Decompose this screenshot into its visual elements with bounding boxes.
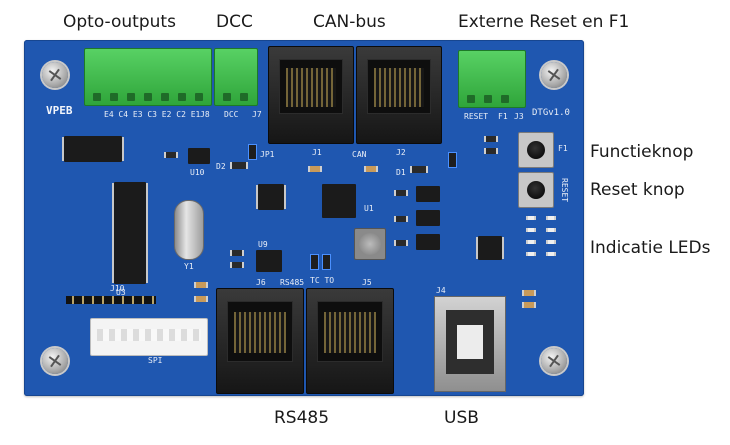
silk-opto-pins: E4 C4 E3 C3 E2 C2 E1: [104, 110, 201, 119]
silk-u1: U1: [364, 204, 374, 213]
mounting-screw-bottom-left: [42, 348, 68, 374]
ic-rs485-u9: [256, 250, 282, 272]
silk-version: DTGv1.0: [532, 108, 570, 118]
jumper-3: [448, 152, 457, 168]
indicator-led-6: [546, 228, 556, 232]
usb-b-connector-j4: [434, 296, 506, 392]
diode-d2: [230, 162, 248, 169]
silk-d2: D2: [216, 162, 226, 171]
label-usb: USB: [444, 408, 479, 428]
indicator-led-4: [526, 252, 536, 256]
silk-f1-pins: F1: [498, 112, 508, 121]
smd-resistor: [394, 240, 408, 246]
function-button-f1: [518, 132, 554, 168]
smd-capacitor: [194, 296, 208, 302]
silk-tc-to: TC TO: [310, 276, 335, 285]
silk-j8: J8: [200, 110, 210, 119]
silk-u3: U3: [116, 288, 126, 297]
smd-capacitor: [522, 302, 536, 308]
indicator-led-8: [546, 252, 556, 256]
label-can-bus: CAN-bus: [313, 12, 386, 32]
jumper-tc: [310, 254, 319, 270]
silk-j1: J1: [312, 148, 322, 157]
silk-dcc: DCC: [224, 110, 239, 119]
smd-resistor: [484, 148, 498, 154]
mounting-screw-bottom-right: [541, 348, 567, 374]
silk-brand: VPEB: [46, 104, 73, 117]
ic-regulator-u1: [322, 184, 356, 218]
smd-resistor: [394, 190, 408, 196]
silk-jp1: JP1: [260, 150, 275, 159]
dcc-terminal-block: [214, 48, 258, 106]
silk-f1-button: F1: [558, 144, 568, 153]
smd-capacitor: [364, 166, 378, 172]
indicator-led-3: [526, 240, 536, 244]
indicator-led-5: [546, 216, 556, 220]
silk-j7: J7: [252, 110, 262, 119]
label-externe-reset-f1: Externe Reset en F1: [458, 12, 630, 32]
silk-y1: Y1: [184, 262, 194, 271]
silk-reset-button: RESET: [560, 178, 569, 203]
ic-microcontroller-u3: [114, 182, 146, 284]
electrolytic-capacitor: [354, 228, 386, 260]
crystal-y1: [174, 200, 204, 260]
ic-usb-bridge: [478, 236, 502, 260]
silk-j4: J4: [436, 286, 446, 295]
ic-u2: [64, 136, 122, 162]
smd-resistor: [484, 136, 498, 142]
indicator-led-7: [546, 240, 556, 244]
diode-d1: [410, 166, 428, 173]
silk-j5: J5: [362, 278, 372, 287]
silk-d1: D1: [396, 168, 406, 177]
reset-f1-terminal-block: [458, 50, 526, 108]
silk-j3: J3: [514, 112, 524, 121]
silk-j6: J6: [256, 278, 266, 287]
smd-capacitor: [308, 166, 322, 172]
mounting-screw-top-right: [541, 62, 567, 88]
smd-resistor: [230, 262, 244, 268]
silk-u9: U9: [258, 240, 268, 249]
can-rj-connector-j1: [268, 46, 354, 144]
rs485-rj-connector-j5: [306, 288, 394, 394]
opto-coupler-1: [416, 186, 440, 202]
silk-j10: J10: [110, 284, 125, 293]
label-reset-knop: Reset knop: [590, 180, 685, 200]
spi-connector: [90, 318, 208, 356]
label-rs485: RS485: [274, 408, 330, 428]
opto-output-terminal-block: [84, 48, 212, 106]
label-dcc: DCC: [216, 12, 253, 32]
reset-button: [518, 172, 554, 208]
silk-spi: SPI: [148, 356, 163, 365]
opto-coupler-2: [416, 210, 440, 226]
indicator-led-2: [526, 228, 536, 232]
ic-u10: [188, 148, 210, 164]
silk-j2: J2: [396, 148, 406, 157]
smd-capacitor: [194, 282, 208, 288]
label-functieknop: Functieknop: [590, 142, 694, 162]
smd-resistor: [394, 216, 408, 222]
silk-can: CAN: [352, 150, 367, 159]
jumper-jp1: [248, 144, 257, 160]
indicator-led-1: [526, 216, 536, 220]
smd-capacitor: [522, 290, 536, 296]
smd-resistor: [230, 250, 244, 256]
silk-u10: U10: [190, 168, 205, 177]
mounting-screw-top-left: [42, 62, 68, 88]
pin-header-j10: [66, 296, 156, 304]
label-indicatie-leds: Indicatie LEDs: [590, 238, 711, 258]
jumper-to: [322, 254, 331, 270]
smd-resistor: [164, 152, 178, 158]
can-rj-connector-j2: [356, 46, 442, 144]
rs485-rj-connector-j6: [216, 288, 304, 394]
silk-reset-pins: RESET: [464, 112, 489, 121]
ic-opto: [258, 184, 284, 210]
pcb-board: E4 C4 E3 C3 E2 C2 E1 J8 DCC J7 J1 CAN J2…: [24, 40, 584, 396]
label-opto-outputs: Opto-outputs: [63, 12, 176, 32]
silk-rs485: RS485: [280, 278, 305, 287]
opto-coupler-3: [416, 234, 440, 250]
